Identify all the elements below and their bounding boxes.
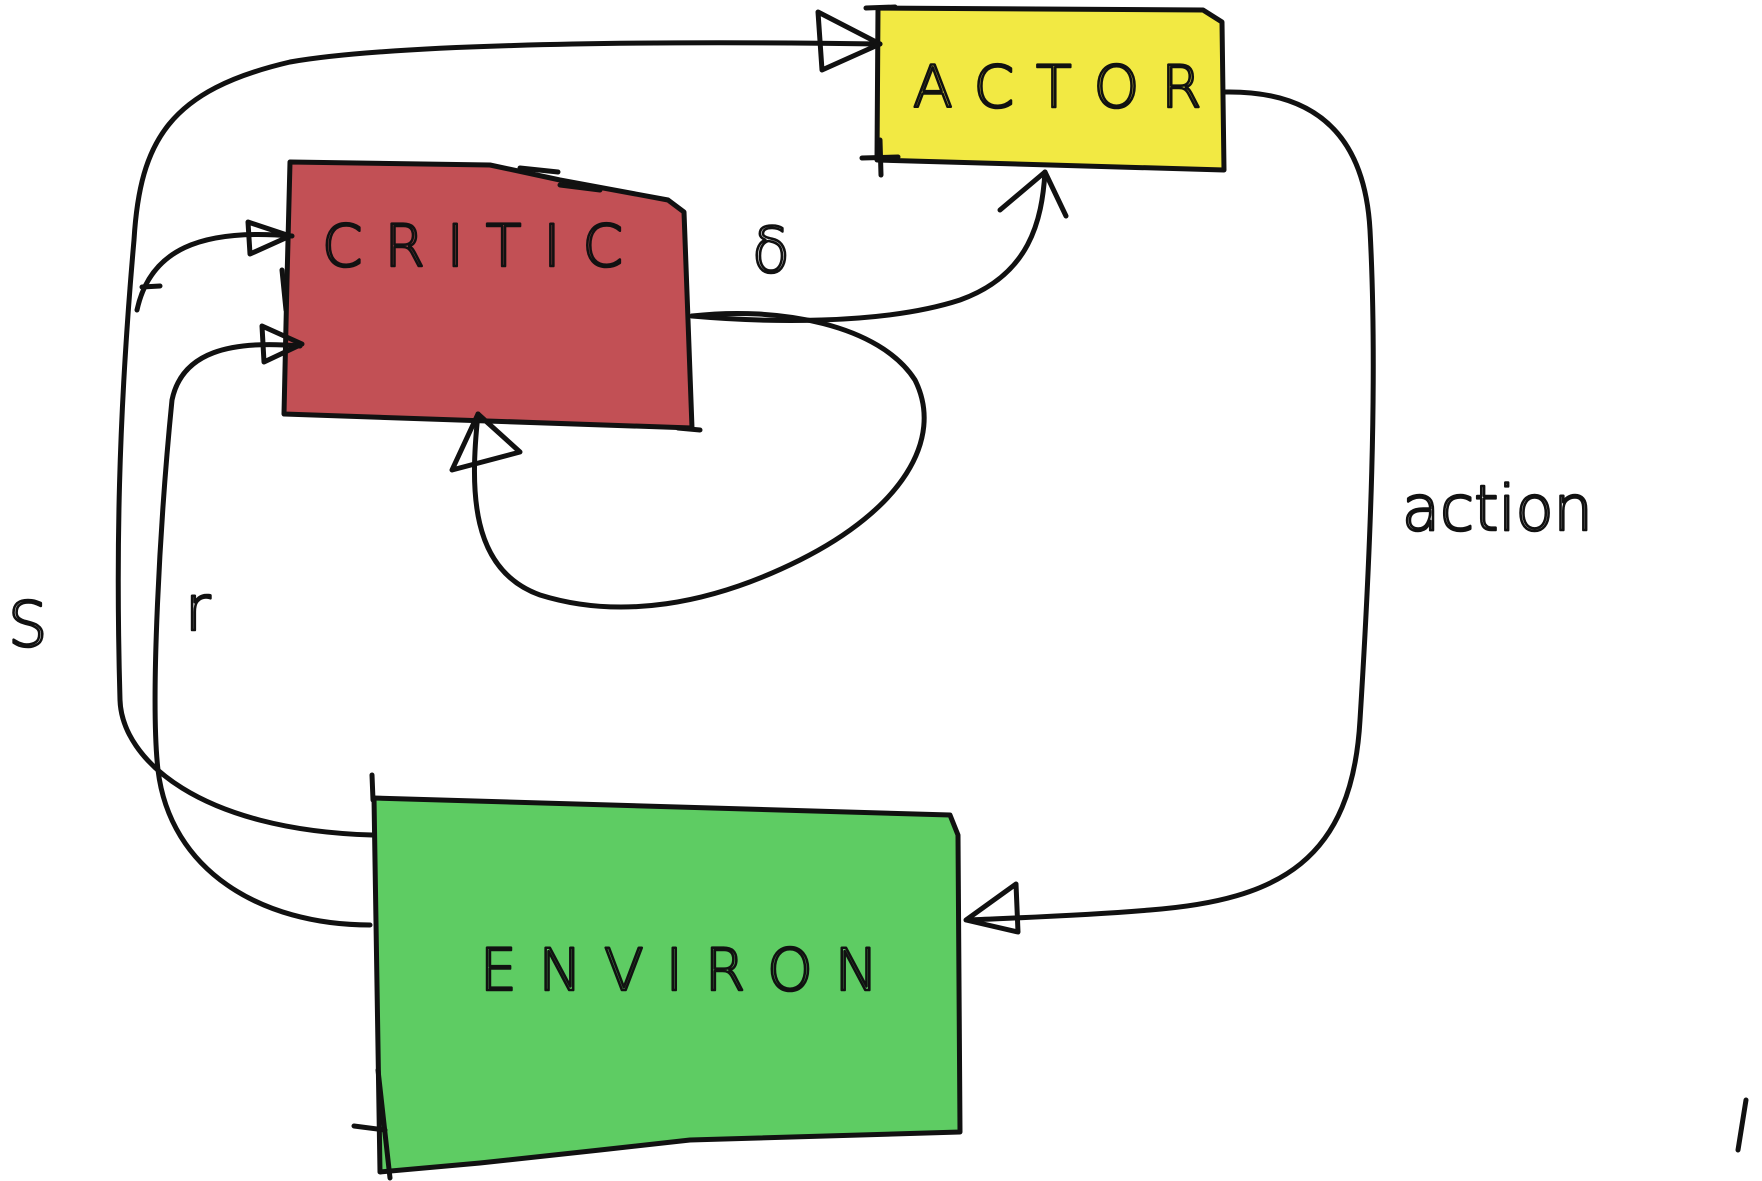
tick-marks	[279, 4, 1749, 1181]
label-delta: δ	[752, 214, 790, 287]
critic-label: CRITIC	[322, 212, 645, 280]
edge-state-to-actor	[115, 40, 883, 838]
arrowhead-critic-loop	[449, 411, 523, 473]
arrowhead-environ-action	[963, 881, 1021, 935]
arrowhead-actor-state	[815, 9, 883, 73]
label-reward: r	[185, 572, 211, 645]
arrowhead-critic-reward	[259, 323, 305, 365]
edge-delta-to-actor	[689, 169, 1048, 323]
actor-box	[874, 5, 1227, 173]
label-action: action	[1402, 472, 1593, 545]
arrowhead-critic-state	[245, 219, 293, 257]
arrowhead-actor-delta	[997, 169, 1069, 219]
edge-delta-loop	[471, 310, 927, 610]
edge-action-to-environ	[965, 89, 1376, 923]
critic-box	[281, 159, 695, 431]
label-state: S	[8, 588, 47, 661]
critic-node: CRITIC	[281, 159, 695, 431]
environ-label: ENVIRON	[480, 936, 900, 1004]
edge-state-to-critic	[134, 231, 295, 313]
arrowheads	[245, 9, 1069, 935]
environ-box	[371, 795, 963, 1175]
actor-label: ACTOR	[913, 53, 1224, 121]
actor-node: ACTOR	[874, 5, 1227, 173]
edge-reward-to-critic	[152, 342, 373, 928]
environ-node: ENVIRON	[371, 795, 963, 1175]
